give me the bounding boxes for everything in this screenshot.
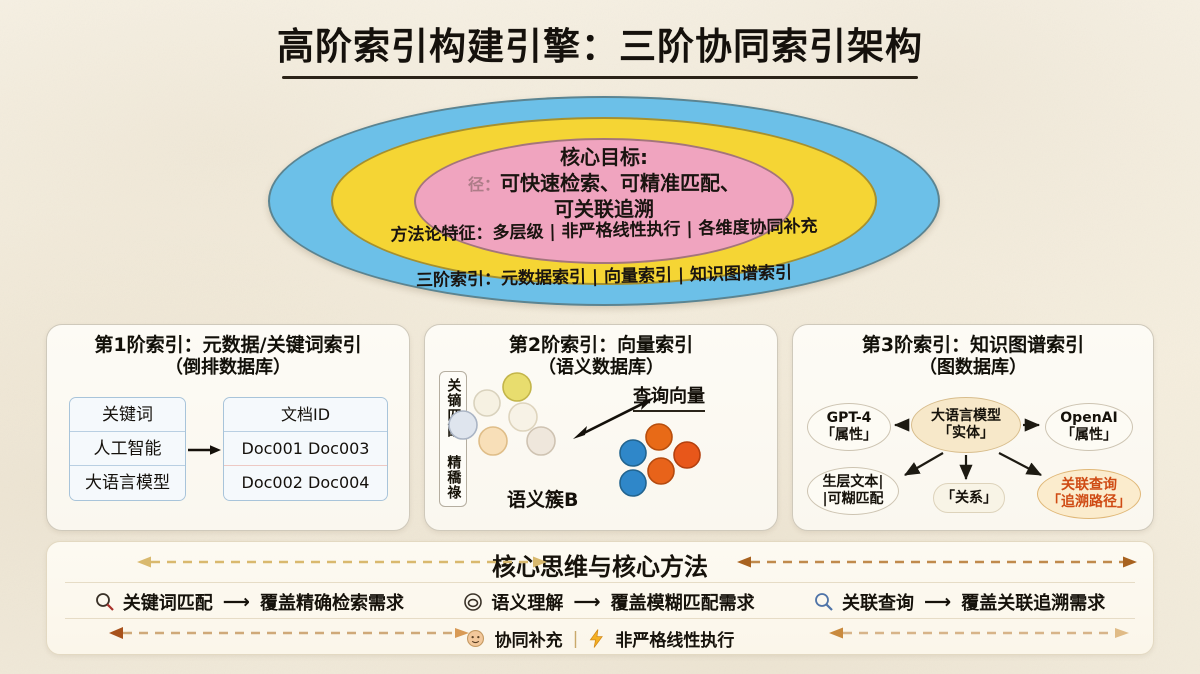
- method-item-arrow: ⟶: [222, 591, 250, 613]
- document-id-table: 文档ID Doc001 Doc003 Doc002 Doc004: [223, 397, 388, 501]
- graph-node-gpt4[interactable]: GPT-4「属性」: [807, 403, 891, 451]
- concentric-diagram: 核心目标: 径：可快速检索、可精准匹配、 可关联追溯 方法论特征：多层级 | 非…: [268, 96, 940, 306]
- graph-node-assoc[interactable]: 关联查询「追溯路径」: [1037, 469, 1141, 519]
- core-smudge-text: 径：: [467, 175, 500, 194]
- vector-dot-pale: [508, 402, 538, 432]
- method-item-arrow: ⟶: [924, 591, 952, 613]
- bottom-footer-row: 协同补充 | 非严格线性执行: [47, 626, 1153, 651]
- graph-node-sublabel: 「追溯路径」: [1047, 494, 1131, 510]
- document-table-header: 文档ID: [224, 398, 387, 432]
- dashed-arrow-right-top: [737, 556, 1137, 568]
- vector-dot-pale: [526, 426, 556, 456]
- search-icon: [95, 593, 114, 611]
- vector-dot-pale: [478, 426, 508, 456]
- core-method-items: 关键词匹配 ⟶ 覆盖精确检索需求 语义理解 ⟶ 覆盖模糊匹配需求 关联查询: [65, 589, 1135, 615]
- panel-tier-2-vector-index[interactable]: 第2阶索引：向量索引 （语义数据库） 关镝匹配 精穚祿 查询向量 语义簇B: [424, 324, 778, 531]
- spiral-icon: [464, 593, 483, 611]
- keyword-table: 关键词 人工智能 大语言模型: [69, 397, 186, 501]
- core-target-line-1: 径：可快速检索、可精准匹配、: [418, 170, 790, 196]
- graph-node-sublabel: 「实体」: [938, 425, 994, 441]
- core-method-summary-bar: 核心思维与核心方法 关键词匹配 ⟶ 覆盖精确检索需求: [46, 541, 1154, 655]
- footer-separator: |: [572, 628, 579, 649]
- graph-node-label: 生层文本||可糊匹配: [822, 474, 884, 507]
- bolt-icon: [589, 629, 604, 648]
- vector-dot-query: [619, 469, 647, 497]
- bottom-divider-top: [65, 582, 1135, 584]
- method-item-label: 关键词匹配: [122, 593, 213, 614]
- vector-dot-pale: [473, 389, 501, 417]
- method-item-arrow: ⟶: [573, 591, 601, 613]
- title-underline: [282, 76, 918, 79]
- graph-node-gentext[interactable]: 生层文本||可糊匹配: [807, 467, 899, 515]
- bottom-divider-bottom: [65, 618, 1135, 620]
- semantic-cluster-label: 语义簇B: [507, 489, 579, 511]
- face-icon: [466, 629, 484, 648]
- search-icon: [815, 593, 833, 611]
- graph-node-label: 「关系」: [941, 489, 997, 506]
- graph-node-label: 大语言模型「实体」: [931, 408, 1001, 441]
- method-item-result: 覆盖模糊匹配需求: [610, 593, 755, 614]
- graph-node-center[interactable]: 大语言模型「实体」: [911, 397, 1021, 453]
- query-vector-label: 查询向量: [633, 382, 705, 412]
- method-item-label: 语义理解: [491, 593, 564, 614]
- graph-node-relation[interactable]: 「关系」: [933, 483, 1005, 513]
- core-target-text: 核心目标: 径：可快速检索、可精准匹配、 可关联追溯: [418, 144, 790, 222]
- method-item-result: 覆盖关联追溯需求: [961, 593, 1106, 614]
- core-target-line-1-text: 可快速检索、可精准匹配、: [500, 171, 740, 195]
- method-item[interactable]: 关键词匹配 ⟶ 覆盖精确检索需求: [95, 589, 404, 615]
- graph-node-label: 关联查询「追溯路径」: [1047, 477, 1131, 510]
- core-target-title: 核心目标:: [560, 145, 648, 169]
- mapping-arrow-icon: [188, 445, 221, 455]
- document-table-row: Doc001 Doc003: [224, 432, 387, 466]
- panel1-heading: 第1阶索引：元数据/关键词索引 （倒排数据库）: [47, 325, 409, 379]
- method-item-label: 关联查询: [842, 593, 915, 614]
- vector-dot-query: [673, 441, 701, 469]
- graph-node-sublabel: 「属性」: [821, 427, 877, 443]
- vector-dot-pale: [448, 410, 478, 440]
- footer-right-label: 非严格线性执行: [615, 631, 735, 651]
- page-title: 高阶索引构建引擎：三阶协同索引架构: [277, 25, 923, 68]
- graph-node-label: GPT-4「属性」: [821, 410, 877, 443]
- panel-tier-1-metadata-index[interactable]: 第1阶索引：元数据/关键词索引 （倒排数据库） 关键词 人工智能 大语言模型 文…: [46, 324, 410, 531]
- method-item[interactable]: 关联查询 ⟶ 覆盖关联追溯需求: [814, 589, 1105, 615]
- graph-node-openai[interactable]: OpenAI「属性」: [1045, 403, 1133, 451]
- document-table-row: Doc002 Doc004: [224, 466, 387, 500]
- vector-dot-pale: [502, 372, 532, 402]
- panel1-subheading: （倒排数据库）: [165, 357, 291, 379]
- panel-tier-3-knowledge-graph-index[interactable]: 第3阶索引：知识图谱索引 （图数据库） GPT-4「属性」大语言模型「实体」Op…: [792, 324, 1154, 531]
- dashed-arrow-left-top: [137, 556, 547, 568]
- panel1-heading-line: 第1阶索引：元数据/关键词索引: [94, 334, 362, 356]
- keyword-table-header: 关键词: [70, 398, 185, 432]
- footer-left-label: 协同补充: [494, 631, 563, 651]
- graph-node-sublabel: |可糊匹配: [822, 491, 884, 507]
- vector-dot-query: [647, 457, 675, 485]
- vector-dot-query: [619, 439, 647, 467]
- method-item[interactable]: 语义理解 ⟶ 覆盖模糊匹配需求: [463, 589, 755, 615]
- graph-node-sublabel: 「属性」: [1061, 427, 1117, 443]
- graph-node-label: OpenAI「属性」: [1060, 410, 1118, 443]
- method-item-result: 覆盖精确检索需求: [259, 593, 404, 614]
- keyword-table-row: 大语言模型: [70, 466, 185, 500]
- keyword-table-row: 人工智能: [70, 432, 185, 466]
